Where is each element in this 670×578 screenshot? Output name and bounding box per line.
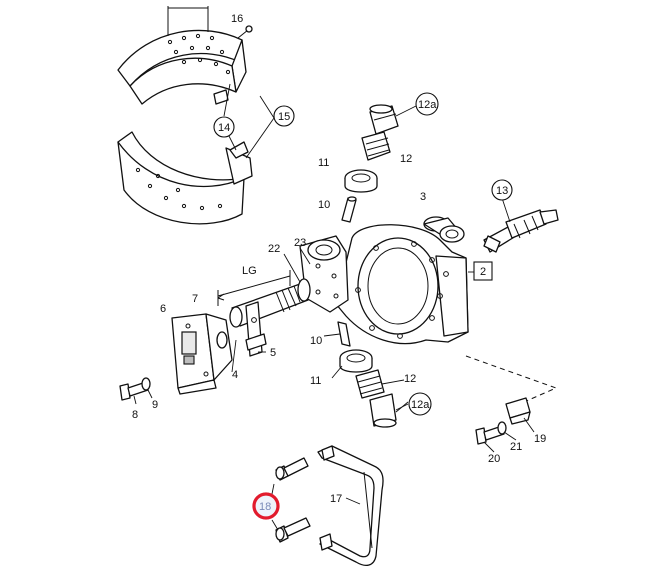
spline-shaft [229,278,311,328]
label-18[interactable]: 18 [259,501,271,513]
brake-shoe-upper [117,6,247,105]
label-10-bottom: 10 [310,335,322,347]
label-12a-bottom: 12a [411,399,430,411]
label-19: 19 [534,433,546,445]
washer-21 [497,421,507,435]
highlighted-part-18-marker[interactable] [252,492,280,520]
bushing-11-top [344,169,378,193]
label-20: 20 [488,453,500,465]
label-22: 22 [268,243,280,255]
bracket-7 [205,313,233,381]
seal-12-bottom [355,369,385,399]
bracket-19 [505,397,531,425]
label-8: 8 [132,409,138,421]
callout-circle-13 [491,179,513,201]
label-11-bottom: 11 [310,375,321,387]
bushing-3 [423,216,465,243]
label-12-top: 12 [400,153,412,165]
label-4: 4 [232,369,238,381]
label-12a-top: 12a [418,99,437,111]
label-12-bottom: 12 [404,373,416,385]
label-3: 3 [420,191,426,203]
label-7: 7 [192,293,198,305]
label-9: 9 [152,399,158,411]
label-14: 14 [218,122,230,134]
label-lg: LG [242,265,257,277]
label-17: 17 [330,493,342,505]
sensor-13 [483,209,559,253]
label-6: 6 [160,303,166,315]
brake-shoe-lower [117,131,253,225]
bracket-6 [171,313,217,395]
label-2: 2 [480,266,486,278]
label-5: 5 [270,347,276,359]
seal-12-top [361,131,391,161]
callout-circle-14 [213,116,235,138]
sleeve-12a-top [369,104,399,135]
label-23: 23 [294,237,306,249]
label-15: 15 [278,111,290,123]
pin-18-upper [275,457,309,481]
bolt-16 [237,25,253,39]
pin-18-lower [275,517,311,543]
callout-box-2 [473,261,493,281]
label-13: 13 [496,185,508,197]
washer-9 [141,377,151,391]
pin-10-top [341,196,357,223]
sleeve-12a-bottom [369,393,397,428]
label-10-top: 10 [318,199,330,211]
lg-dimension [217,270,291,306]
callout-circle-12a-bottom [408,392,432,416]
bushing-11-bottom [339,349,373,373]
label-16: 16 [231,13,243,25]
camshaft-housing [299,235,349,313]
brake-spider-2 [335,224,469,345]
label-21: 21 [510,441,522,453]
pin-10-bottom [337,321,351,347]
u-bracket-17 [317,445,384,567]
clevis-5 [245,301,267,357]
callout-circle-12a-top [415,92,439,116]
label-11-top: 11 [318,157,329,169]
callout-circle-15 [273,105,295,127]
